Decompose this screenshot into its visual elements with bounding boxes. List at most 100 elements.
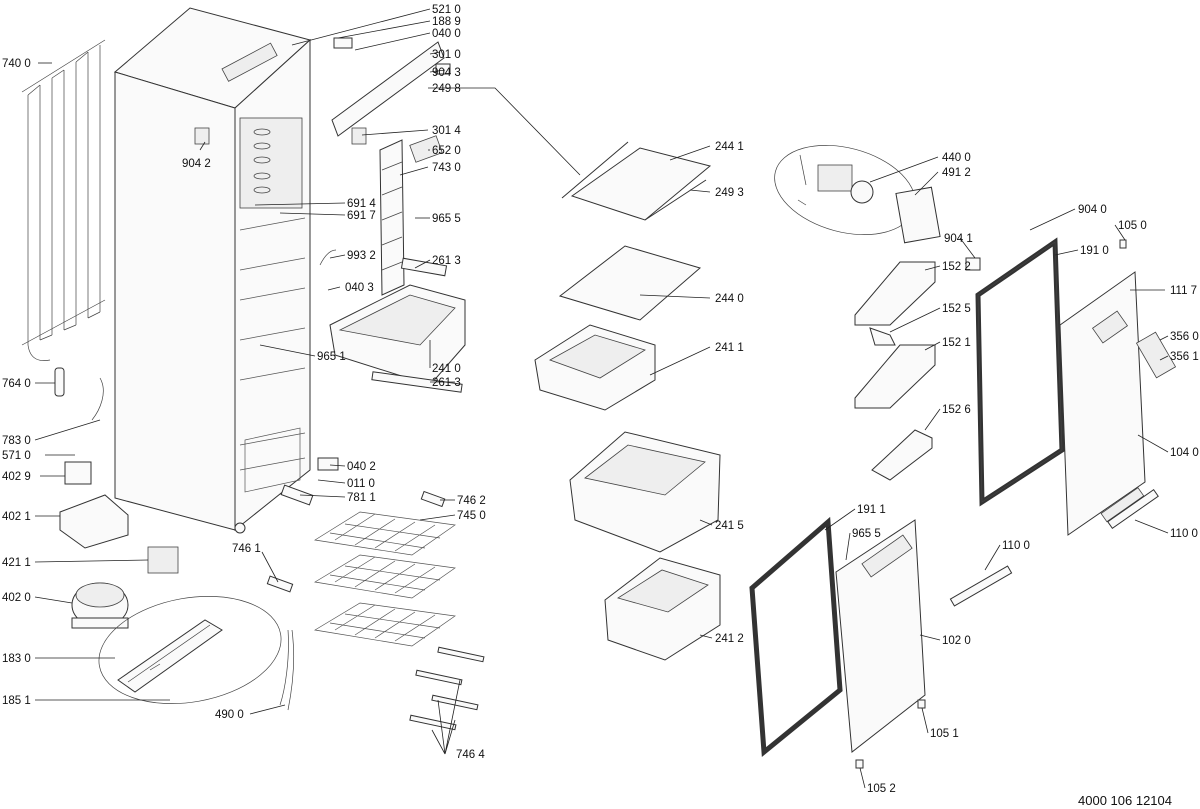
label-152-5: 152 5: [942, 303, 971, 315]
door-gasket-lower: [749, 516, 843, 757]
label-965-5a: 965 5: [432, 213, 461, 225]
hinge-pin-1050: [1119, 239, 1127, 249]
label-781-1: 781 1: [347, 492, 376, 504]
drier-tube: [54, 367, 65, 397]
door-trim-1100a: [1107, 488, 1159, 530]
label-105-2: 105 2: [867, 783, 896, 795]
label-011-0: 011 0: [347, 478, 375, 490]
label-402-9: 402 9: [2, 471, 31, 483]
shelf-clip-7461: [266, 575, 294, 593]
label-152-2: 152 2: [942, 261, 971, 273]
label-491-2: 491 2: [942, 167, 971, 179]
label-104-0: 104 0: [1170, 447, 1199, 459]
label-740-0: 740 0: [2, 58, 31, 70]
label-191-0: 191 0: [1080, 245, 1109, 257]
fan-cover: [895, 186, 941, 244]
air-duct: [379, 139, 405, 296]
label-904-3: 904 3: [432, 67, 461, 79]
pipe-bend: [91, 377, 104, 421]
document-number: 4000 106 12104: [1078, 793, 1172, 808]
label-490-0: 490 0: [215, 709, 244, 721]
door-stop: [280, 484, 314, 506]
label-111-7: 111 7: [1170, 285, 1197, 297]
control-board: [409, 135, 443, 163]
freezer-drawer-3: [604, 557, 721, 661]
label-110-0a: 110 0: [1170, 528, 1198, 540]
label-241-0: 241 0: [432, 363, 461, 375]
label-244-0: 244 0: [715, 293, 744, 305]
drip-tray: [59, 494, 129, 549]
label-402-0: 402 0: [2, 592, 31, 604]
top-cover-insert: [351, 127, 367, 145]
hinge-bracket-right: [435, 63, 451, 75]
thermostat-probe: [319, 249, 337, 266]
label-152-6: 152 6: [942, 404, 971, 416]
freezer-drawer-1: [534, 324, 656, 411]
label-261-3b: 261 3: [432, 377, 461, 389]
fan-motor-assembly: [774, 145, 916, 235]
hinge-1051: [917, 699, 926, 709]
label-191-1: 191 1: [857, 504, 886, 516]
crisper-drawer-upper: [329, 284, 466, 393]
label-356-1: 356 1: [1170, 351, 1199, 363]
compressor: [71, 582, 129, 629]
label-249-8: 249 8: [432, 83, 461, 95]
shelf-clip-7462: [420, 490, 446, 508]
freezer-drawer-2: [569, 431, 721, 553]
label-040-0: 040 0: [432, 28, 461, 40]
label-040-2: 040 2: [347, 461, 376, 473]
label-440-0: 440 0: [942, 152, 971, 164]
label-188-9: 188 9: [432, 16, 461, 28]
label-301-4: 301 4: [432, 125, 461, 137]
label-746-4: 746 4: [456, 749, 485, 761]
hinge-bracket: [333, 37, 353, 49]
label-183-0: 183 0: [2, 653, 31, 665]
label-244-1: 244 1: [715, 141, 744, 153]
label-249-3: 249 3: [715, 187, 744, 199]
label-746-2: 746 2: [457, 495, 486, 507]
hinge-1052: [855, 759, 864, 769]
label-241-1: 241 1: [715, 342, 744, 354]
label-965-5b: 965 5: [852, 528, 881, 540]
label-521-0: 521 0: [432, 4, 461, 16]
door-trim-1100b: [949, 565, 1013, 607]
label-743-0: 743 0: [432, 162, 461, 174]
part-labels: 521 0 188 9 040 0 301 0 904 3 249 8 301 …: [2, 4, 1199, 808]
wiring-harness: [279, 629, 294, 711]
label-105-0: 105 0: [1118, 220, 1147, 232]
label-691-4: 691 4: [347, 198, 376, 210]
label-402-1: 402 1: [2, 511, 31, 523]
label-764-0: 764 0: [2, 378, 31, 390]
label-904-2: 904 2: [182, 158, 211, 170]
leader-lines: [34, 8, 1169, 789]
label-421-1: 421 1: [2, 557, 31, 569]
cabinet: [113, 7, 312, 534]
hinge-lower: [317, 457, 339, 471]
label-152-1: 152 1: [942, 337, 971, 349]
fridge-door: [835, 519, 926, 753]
label-241-5: 241 5: [715, 520, 744, 532]
door-handle-356: [1135, 331, 1177, 379]
label-102-0: 102 0: [942, 635, 971, 647]
glass-shelf-lower: [558, 245, 702, 321]
label-904-0: 904 0: [1078, 204, 1107, 216]
label-110-0b: 110 0: [1002, 540, 1030, 552]
label-904-1: 904 1: [944, 233, 973, 245]
wire-shelves: [314, 511, 456, 647]
label-652-0: 652 0: [432, 145, 461, 157]
electrical-box: [147, 546, 179, 574]
door-bins: [854, 261, 936, 481]
label-746-1: 746 1: [232, 543, 261, 555]
label-993-2: 993 2: [347, 250, 376, 262]
label-783-0: 783 0: [2, 435, 31, 447]
label-040-3: 040 3: [345, 282, 374, 294]
label-105-1: 105 1: [930, 728, 959, 740]
label-356-0: 356 0: [1170, 331, 1199, 343]
label-571-0: 571 0: [2, 450, 31, 462]
label-261-3a: 261 3: [432, 255, 461, 267]
label-301-0: 301 0: [432, 49, 461, 61]
label-745-0: 745 0: [457, 510, 486, 522]
door-gasket-upper: [975, 237, 1065, 507]
clip-2613: [400, 257, 448, 277]
top-cover: [331, 41, 445, 137]
